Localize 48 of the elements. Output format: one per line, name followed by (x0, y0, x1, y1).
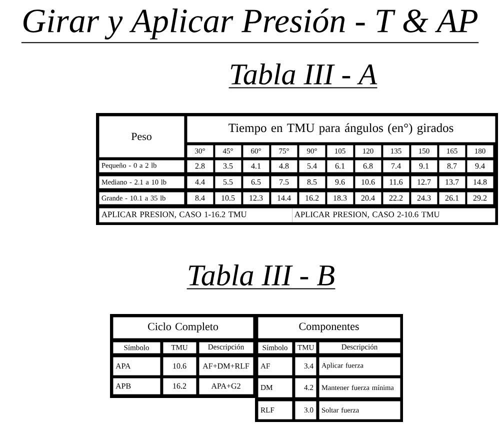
table-cell: 10.5 (215, 192, 242, 204)
table-cell: 6.5 (243, 176, 270, 188)
table-cell: APLICAR PRESION, CASO 1-16.2 TMU (99, 208, 292, 222)
table-cell: 7.5 (271, 176, 298, 188)
table-cell: 12.7 (411, 176, 438, 188)
table-cell: Ciclo Completo (113, 317, 254, 338)
table-cell: 16.2 (299, 192, 326, 204)
title: Girar y Aplicar Presión - T & AP (20, 8, 480, 44)
table-cell: 11.6 (383, 176, 410, 188)
table-cell: 4.1 (243, 160, 270, 172)
table-cell: 9.4 (467, 160, 494, 172)
table-cell: Componentes (258, 317, 400, 338)
table-heading: Tabla III - A (228, 63, 378, 88)
table-cell: 3.5 (215, 160, 242, 172)
table-cell: APA+G2 (199, 378, 254, 394)
table-cell: 29.2 (467, 192, 494, 204)
table-cell: 8.7 (439, 160, 466, 172)
table-cell: 2.8 (187, 160, 214, 172)
table-cell: 8.5 (299, 176, 326, 188)
table-cell: 8.4 (187, 192, 214, 204)
table-cell: 10.6 (163, 357, 196, 376)
table-cell: 7.4 (383, 160, 410, 172)
table-cell: 12.3 (243, 192, 270, 204)
table-cell: 4.4 (187, 176, 214, 188)
table-cell: 4.8 (271, 160, 298, 172)
table-cell: 18.3 (327, 192, 354, 204)
table-cell: 24.3 (411, 192, 438, 204)
table-heading: Tabla III - B (186, 264, 336, 290)
table-cell: 10.6 (355, 176, 382, 188)
table-cell: 5.5 (215, 176, 242, 188)
table-cell: Tiempo en TMU para ángulos (en°) girados (187, 116, 496, 142)
table-cell: APLICAR PRESION, CASO 2-10.6 TMU (292, 208, 496, 222)
table-cell: AF+DM+RLF (199, 357, 254, 376)
table-cell: 14.4 (271, 192, 298, 204)
table-cell: APA (113, 357, 160, 376)
table-cell: 14.8 (467, 176, 494, 188)
table-cell: 16.2 (163, 378, 196, 394)
table-cell: 22.2 (383, 192, 410, 204)
table-cell: 13.7 (439, 176, 466, 188)
table-cell: 6.1 (327, 160, 354, 172)
table-cell: 20.4 (355, 192, 382, 204)
table-cell: 26.1 (439, 192, 466, 204)
table-cell: 5.4 (299, 160, 326, 172)
table-cell: Peso (99, 116, 184, 158)
table-cell: 9.1 (411, 160, 438, 172)
table-cell: APB (113, 378, 160, 394)
table-cell: 9.6 (327, 176, 354, 188)
table-cell: 6.8 (355, 160, 382, 172)
